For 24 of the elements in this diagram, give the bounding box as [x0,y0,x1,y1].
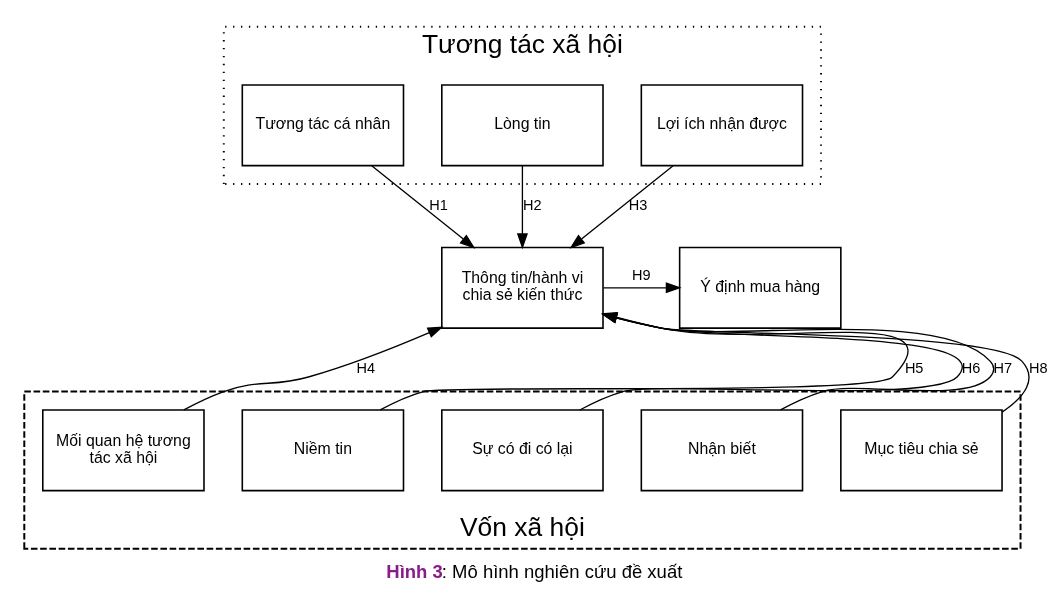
caption: Hình 3: Mô hình nghiên cứu đề xuất [386,561,683,583]
node-box: Lòng tin [441,84,604,167]
node-box: Mối quan hệ tương tác xã hội [42,409,205,492]
arrow [516,165,528,250]
node-box: Thông tin/hành vi chia sẻ kiến thức [441,246,604,329]
arrow [569,165,674,249]
node-box: Nhận biết [640,409,804,492]
edge-label: H1 [429,197,448,214]
arrow [371,165,476,249]
node-box: Lợi ích nhận được [640,84,804,167]
edge-label: H8 [1029,359,1048,376]
node-box: Niềm tin [241,409,405,492]
edge-label: H5 [904,359,924,376]
edge-label: H2 [523,197,542,214]
node-box: Tương tác cá nhân [241,84,405,167]
node-box: Mục tiêu chia sẻ [840,409,1003,492]
arrow [602,282,682,294]
edge-label: H7 [993,359,1012,376]
node-box: Sự có đi có lại [441,409,604,492]
edge-label: H4 [356,359,376,376]
edge-label: H6 [961,359,981,376]
edge-label: H9 [632,266,651,283]
edge-label: H3 [628,197,648,214]
node-box: Ý định mua hàng [678,246,842,329]
